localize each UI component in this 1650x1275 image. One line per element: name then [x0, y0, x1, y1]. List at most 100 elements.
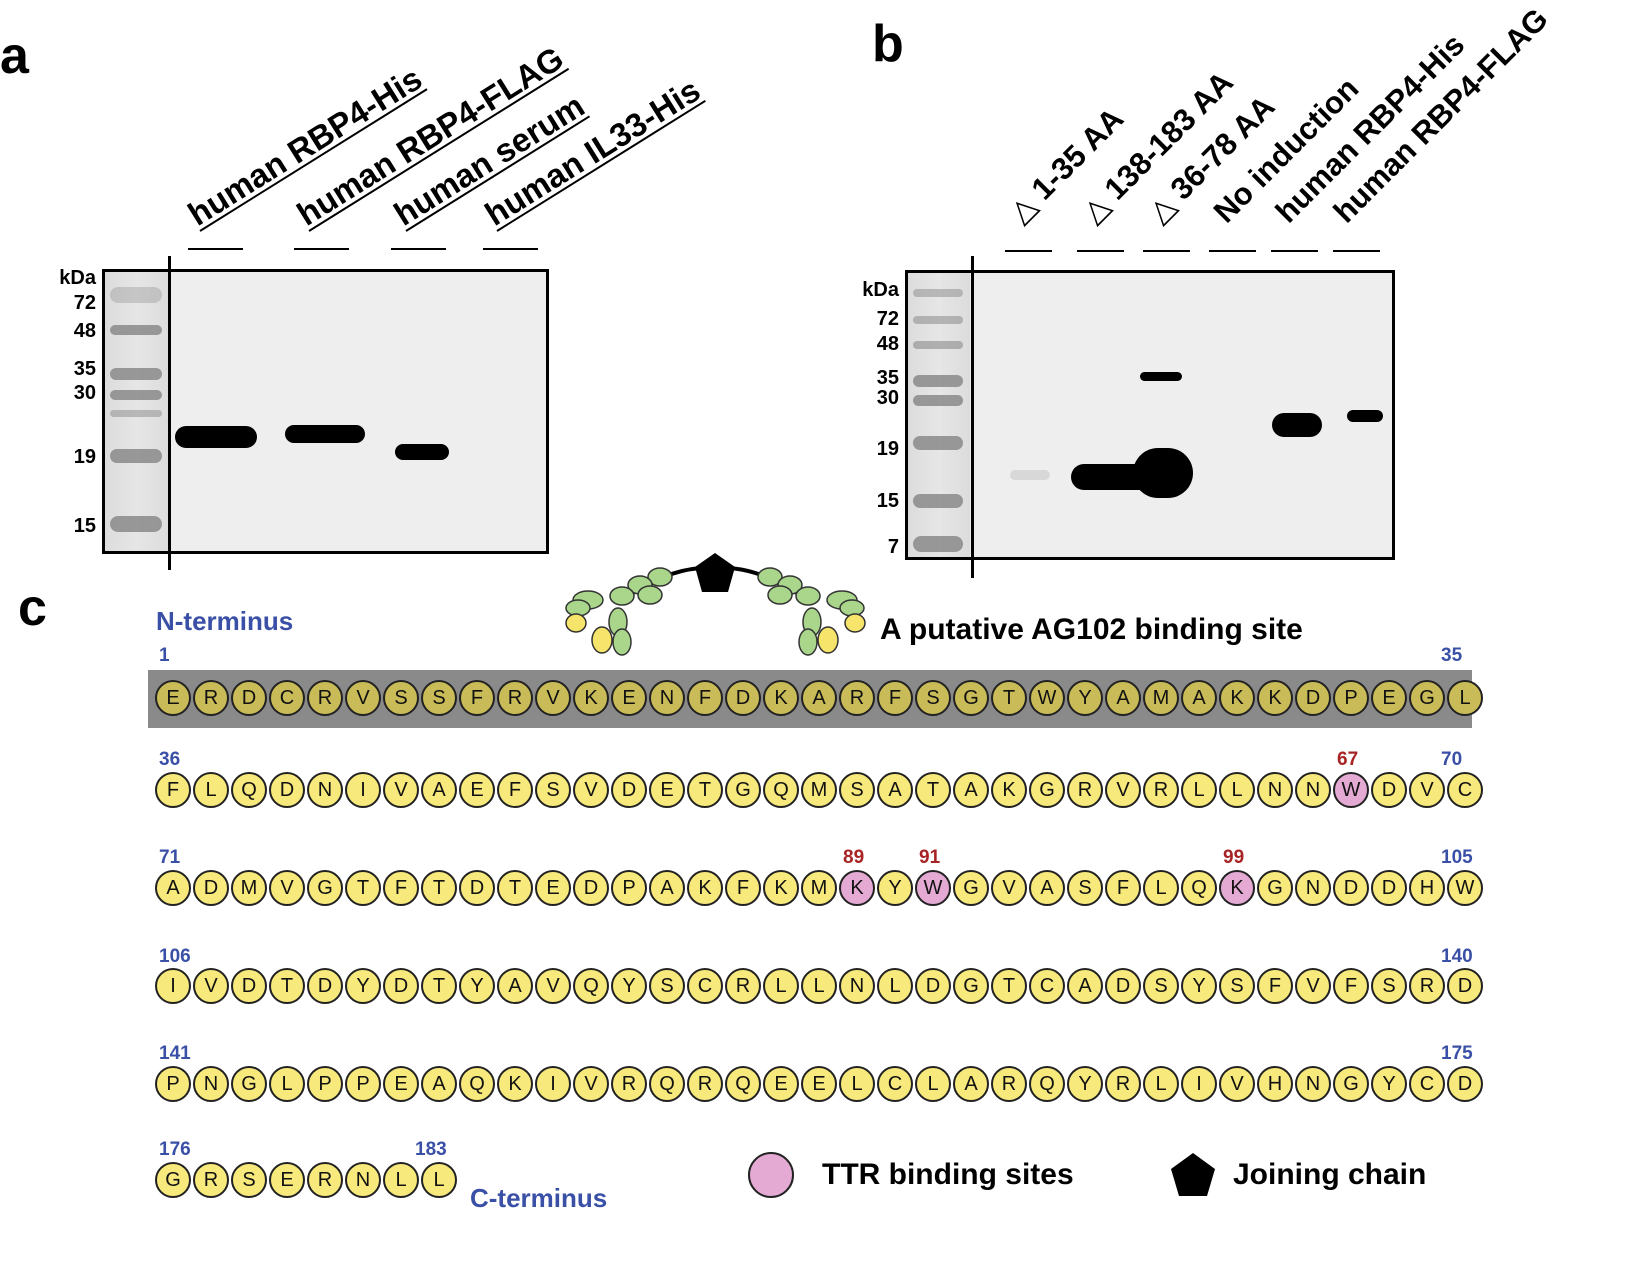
residue: T	[421, 870, 457, 906]
ladder-band	[913, 494, 963, 508]
residue: D	[269, 772, 305, 808]
n-terminus-label: N-terminus	[156, 606, 294, 636]
residue: C	[269, 680, 305, 716]
ladder-band	[110, 390, 162, 400]
residue: H	[1257, 1066, 1293, 1102]
residue: I	[155, 968, 191, 1004]
residue: P	[307, 1066, 343, 1102]
residue: P	[611, 870, 647, 906]
row-start-number: 71	[159, 847, 181, 868]
row-end-number: 35	[1441, 645, 1463, 666]
residue: K	[1219, 680, 1255, 716]
legend-joining-label: Joining chain	[1233, 1158, 1427, 1191]
ttr-site-number: 91	[919, 847, 941, 868]
row-start-number: 141	[159, 1043, 191, 1064]
residue: V	[1295, 968, 1331, 1004]
residue: D	[1295, 680, 1331, 716]
marker-label: 15	[876, 490, 899, 512]
residue: T	[915, 772, 951, 808]
ladder-divider-a	[168, 256, 171, 570]
residue: D	[1371, 870, 1407, 906]
lane-bar	[483, 248, 538, 250]
residue: M	[1143, 680, 1179, 716]
residue: D	[1371, 772, 1407, 808]
residue: G	[1333, 1066, 1369, 1102]
panel-b-letter: b	[872, 15, 904, 73]
residue: T	[497, 870, 533, 906]
residue: S	[839, 772, 875, 808]
residue: Y	[345, 968, 381, 1004]
residue: F	[1105, 870, 1141, 906]
ladder-band	[913, 395, 963, 406]
residue: D	[573, 870, 609, 906]
residue: L	[877, 968, 913, 1004]
residue: G	[1029, 772, 1065, 808]
residue: L	[1143, 1066, 1179, 1102]
residue: Y	[1067, 680, 1103, 716]
residue: S	[1219, 968, 1255, 1004]
ladder-band	[913, 289, 963, 297]
residue: D	[383, 968, 419, 1004]
residue: C	[1447, 772, 1483, 808]
row-start-number: 36	[159, 749, 181, 770]
residue: V	[991, 870, 1027, 906]
ladder-band	[913, 316, 963, 324]
residue: C	[877, 1066, 913, 1102]
residue: R	[725, 968, 761, 1004]
lane-bar	[1209, 250, 1256, 252]
residue: A	[801, 680, 837, 716]
residue: W	[1447, 870, 1483, 906]
residue: N	[1295, 870, 1331, 906]
residue: D	[1333, 870, 1369, 906]
residue: P	[1333, 680, 1369, 716]
band-rbp4-his	[175, 426, 257, 448]
residue: R	[1067, 772, 1103, 808]
lane-bar	[294, 248, 349, 250]
residue: S	[1371, 968, 1407, 1004]
residue: T	[345, 870, 381, 906]
ladder-band	[110, 516, 162, 532]
marker-label: 72	[73, 292, 96, 314]
residue: I	[535, 1066, 571, 1102]
residue: A	[953, 1066, 989, 1102]
residue: A	[877, 772, 913, 808]
residue: D	[1447, 1066, 1483, 1102]
residue: S	[231, 1162, 267, 1198]
residue: L	[1181, 772, 1217, 808]
residue: S	[383, 680, 419, 716]
ttr-legend-icon	[748, 1152, 794, 1198]
residue: F	[725, 870, 761, 906]
residue: V	[535, 968, 571, 1004]
residue: V	[1105, 772, 1141, 808]
residue: N	[345, 1162, 381, 1198]
lane-bar	[1271, 250, 1318, 252]
residue: I	[345, 772, 381, 808]
residue: E	[459, 772, 495, 808]
residue: L	[839, 1066, 875, 1102]
residue: K	[573, 680, 609, 716]
residue: F	[1257, 968, 1293, 1004]
residue: L	[1143, 870, 1179, 906]
residue: F	[155, 772, 191, 808]
antibody-icon	[565, 553, 866, 656]
marker-label: 30	[876, 387, 899, 409]
residue: G	[1257, 870, 1293, 906]
row-end-number: 105	[1441, 847, 1473, 868]
residue: G	[231, 1066, 267, 1102]
residue: E	[155, 680, 191, 716]
marker-label: 35	[73, 358, 96, 380]
residue: G	[953, 870, 989, 906]
residue: F	[383, 870, 419, 906]
residue: L	[801, 968, 837, 1004]
residue: L	[763, 968, 799, 1004]
residue: G	[953, 968, 989, 1004]
ttr-site-number: 89	[843, 847, 865, 868]
marker-label: 48	[876, 333, 899, 355]
residue: D	[915, 968, 951, 1004]
row-start-number: 176	[159, 1139, 191, 1160]
residue: L	[1447, 680, 1483, 716]
residue: R	[687, 1066, 723, 1102]
band-rbp4-flag-b	[1347, 410, 1383, 422]
marker-label: 7	[887, 536, 899, 558]
